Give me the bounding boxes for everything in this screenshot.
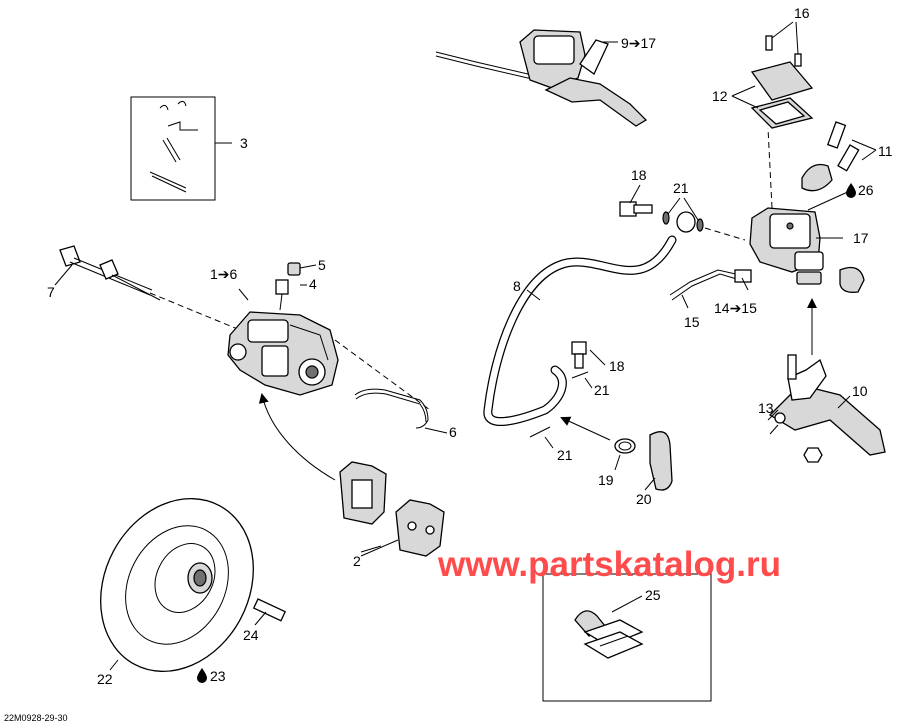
brake-pads-2 bbox=[339, 461, 445, 557]
callout-17: 17 bbox=[853, 230, 869, 246]
brake-disc-22 bbox=[100, 497, 254, 673]
callout-18-mid: 18 bbox=[609, 358, 625, 374]
oil-drop-icon bbox=[197, 668, 207, 683]
callout-26: 26 bbox=[858, 182, 874, 198]
callout-7: 7 bbox=[47, 284, 55, 300]
caliper-bolts-7 bbox=[59, 245, 161, 301]
callout-9-17: 9➔17 bbox=[621, 35, 656, 51]
callout-13: 13 bbox=[758, 400, 774, 416]
diagram-id: 22M0928-29-30 bbox=[4, 713, 68, 723]
callout-19: 19 bbox=[598, 472, 614, 488]
reservoir-cap-12 bbox=[750, 61, 814, 129]
end-cap bbox=[839, 266, 865, 293]
banjo-bolt-18-mid bbox=[571, 341, 589, 379]
bleeder-screw-4 bbox=[275, 262, 301, 311]
banjo-bolt-18-top bbox=[619, 201, 653, 217]
callout-21-top: 21 bbox=[673, 180, 689, 196]
cover-screws-16 bbox=[765, 35, 802, 67]
callout-11: 11 bbox=[878, 143, 893, 159]
callout-4: 4 bbox=[309, 276, 317, 292]
kit-box-3 bbox=[130, 96, 216, 201]
callout-1-6: 1➔6 bbox=[210, 266, 238, 282]
callout-14-15: 14➔15 bbox=[714, 300, 757, 316]
hose-clip-25 bbox=[574, 610, 644, 659]
hose-clamp-19 bbox=[614, 438, 636, 454]
callout-18-top: 18 bbox=[631, 167, 647, 183]
brake-caliper bbox=[227, 311, 339, 396]
master-cylinder-9-assembly bbox=[435, 29, 648, 127]
callout-24: 24 bbox=[243, 627, 259, 643]
callout-12: 12 bbox=[712, 88, 728, 104]
dowel-pin-24 bbox=[252, 598, 287, 622]
pivot-nut bbox=[803, 447, 823, 463]
brake-light-switch-14 bbox=[669, 269, 752, 301]
pin-kit-3 bbox=[149, 100, 198, 193]
callout-23: 23 bbox=[210, 668, 226, 684]
brake-lever-10 bbox=[768, 358, 886, 456]
callout-8: 8 bbox=[513, 278, 521, 294]
watermark: www.partskatalog.ru bbox=[437, 545, 781, 584]
callout-20: 20 bbox=[636, 491, 652, 507]
callout-2: 2 bbox=[353, 553, 361, 569]
callout-3: 3 bbox=[240, 135, 248, 151]
callout-25: 25 bbox=[645, 587, 661, 603]
brake-hose-8 bbox=[483, 235, 677, 427]
oil-drop-icon bbox=[846, 183, 856, 198]
clamp-bolts-11 bbox=[801, 121, 860, 192]
callout-15: 15 bbox=[684, 314, 700, 330]
washers-21-top bbox=[662, 211, 704, 233]
callout-21-low: 21 bbox=[557, 447, 573, 463]
callout-22: 22 bbox=[97, 671, 113, 687]
callout-5: 5 bbox=[318, 257, 326, 273]
master-cylinder-17 bbox=[749, 207, 824, 285]
retaining-spring-6 bbox=[354, 388, 429, 429]
kit-box-25 bbox=[542, 573, 712, 702]
callout-16: 16 bbox=[794, 5, 810, 21]
callout-10: 10 bbox=[852, 383, 868, 399]
callout-21-mid: 21 bbox=[594, 382, 610, 398]
protective-sleeve-20 bbox=[649, 431, 673, 491]
callout-6: 6 bbox=[449, 424, 457, 440]
